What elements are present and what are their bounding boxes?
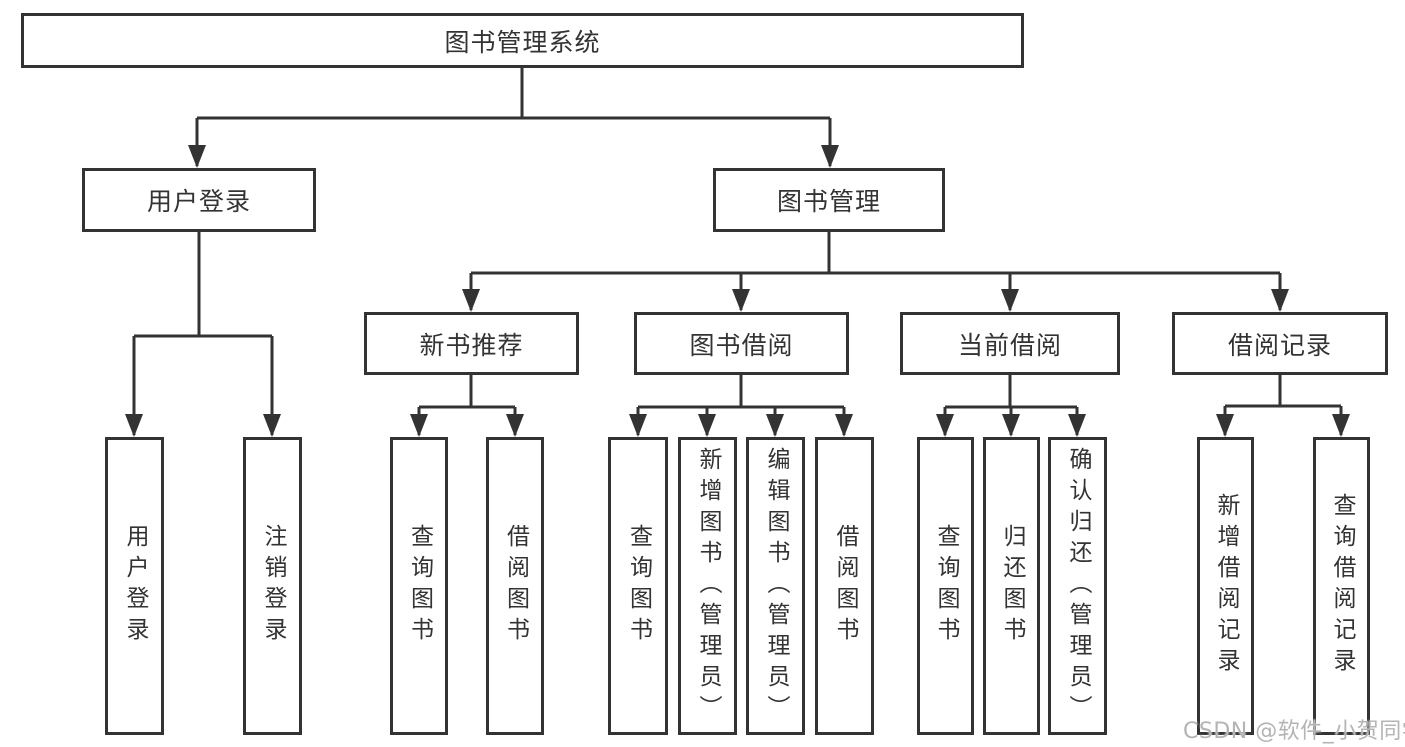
leaf-query-borrow-record-label: 查询借阅记录	[1329, 493, 1355, 679]
node-current-borrowing-label: 当前借阅	[957, 330, 1062, 360]
leaf-query-books-current: 查询图书	[917, 437, 974, 735]
arrowhead-bb-leaf4	[835, 414, 853, 437]
leaf-query-books-borrowing: 查询图书	[608, 437, 668, 735]
arrowhead-cb-leaf1	[936, 414, 954, 437]
node-root: 图书管理系统	[21, 13, 1024, 68]
leaf-confirm-return-admin: 确认归还（管理员）	[1048, 437, 1107, 735]
arrowhead-bb-leaf3	[766, 414, 784, 437]
leaf-edit-books-admin: 编辑图书（管理员）	[746, 437, 805, 735]
leaf-query-books-recommend-label: 查询图书	[406, 524, 433, 648]
leaf-user-login-label: 用户登录	[122, 524, 148, 648]
leaf-add-borrow-record: 新增借阅记录	[1197, 437, 1254, 735]
leaf-borrow-books-recommend-label: 借阅图书	[502, 524, 529, 648]
watermark: CSDN @软件_小贺同学	[1183, 719, 1405, 744]
leaf-add-borrow-record-label: 新增借阅记录	[1213, 493, 1239, 679]
arrowhead-cb-leaf3	[1068, 414, 1086, 437]
leaf-confirm-return-admin-label: 确认归还（管理员）	[1065, 446, 1091, 726]
node-new-book-recommendation: 新书推荐	[364, 312, 579, 375]
arrowhead-nb-leaf2	[506, 414, 524, 437]
node-user-login: 用户登录	[82, 168, 316, 232]
node-user-login-label: 用户登录	[146, 187, 251, 216]
leaf-return-books: 归还图书	[983, 437, 1040, 735]
leaf-add-books-admin: 新增图书（管理员）	[678, 437, 737, 735]
arrowhead-login-leaf2	[263, 414, 281, 437]
arrowhead-new-books	[462, 289, 480, 312]
leaf-return-books-label: 归还图书	[999, 524, 1025, 648]
node-current-borrowing: 当前借阅	[900, 312, 1120, 375]
leaf-logout-label: 注销登录	[260, 524, 286, 648]
arrowhead-bb-leaf2	[698, 414, 716, 437]
node-book-management-label: 图书管理	[776, 187, 881, 216]
leaf-logout: 注销登录	[243, 437, 302, 735]
arrowhead-records	[1271, 289, 1289, 312]
arrowhead-rc-leaf2	[1332, 414, 1350, 437]
arrowhead-user-login	[188, 145, 206, 168]
arrowhead-login-leaf1	[125, 414, 143, 437]
node-book-borrowing: 图书借阅	[634, 312, 849, 375]
leaf-user-login: 用户登录	[105, 437, 164, 735]
leaf-query-books-borrowing-label: 查询图书	[625, 524, 652, 648]
node-borrowing-records-label: 借阅记录	[1227, 330, 1332, 360]
node-book-management: 图书管理	[713, 168, 945, 232]
leaf-borrow-books-borrowing: 借阅图书	[815, 437, 874, 735]
arrowhead-nb-leaf1	[410, 414, 428, 437]
leaf-query-borrow-record: 查询借阅记录	[1313, 437, 1370, 735]
arrowhead-bb-leaf1	[629, 414, 647, 437]
arrowhead-current	[1001, 289, 1019, 312]
node-book-borrowing-label: 图书借阅	[689, 330, 794, 360]
arrowhead-borrowing	[732, 289, 750, 312]
leaf-add-books-admin-label: 新增图书（管理员）	[695, 446, 721, 726]
arrowhead-rc-leaf1	[1216, 414, 1234, 437]
leaf-query-books-current-label: 查询图书	[933, 524, 959, 648]
leaf-borrow-books-borrowing-label: 借阅图书	[832, 524, 858, 648]
node-root-label: 图书管理系统	[444, 27, 601, 57]
arrowhead-cb-leaf2	[1002, 414, 1020, 437]
leaf-borrow-books-recommend: 借阅图书	[486, 437, 544, 735]
arrowhead-book-management	[821, 145, 839, 168]
leaf-query-books-recommend: 查询图书	[390, 437, 448, 735]
node-new-book-recommendation-label: 新书推荐	[419, 330, 524, 360]
leaf-edit-books-admin-label: 编辑图书（管理员）	[763, 446, 789, 726]
node-borrowing-records: 借阅记录	[1172, 312, 1388, 375]
